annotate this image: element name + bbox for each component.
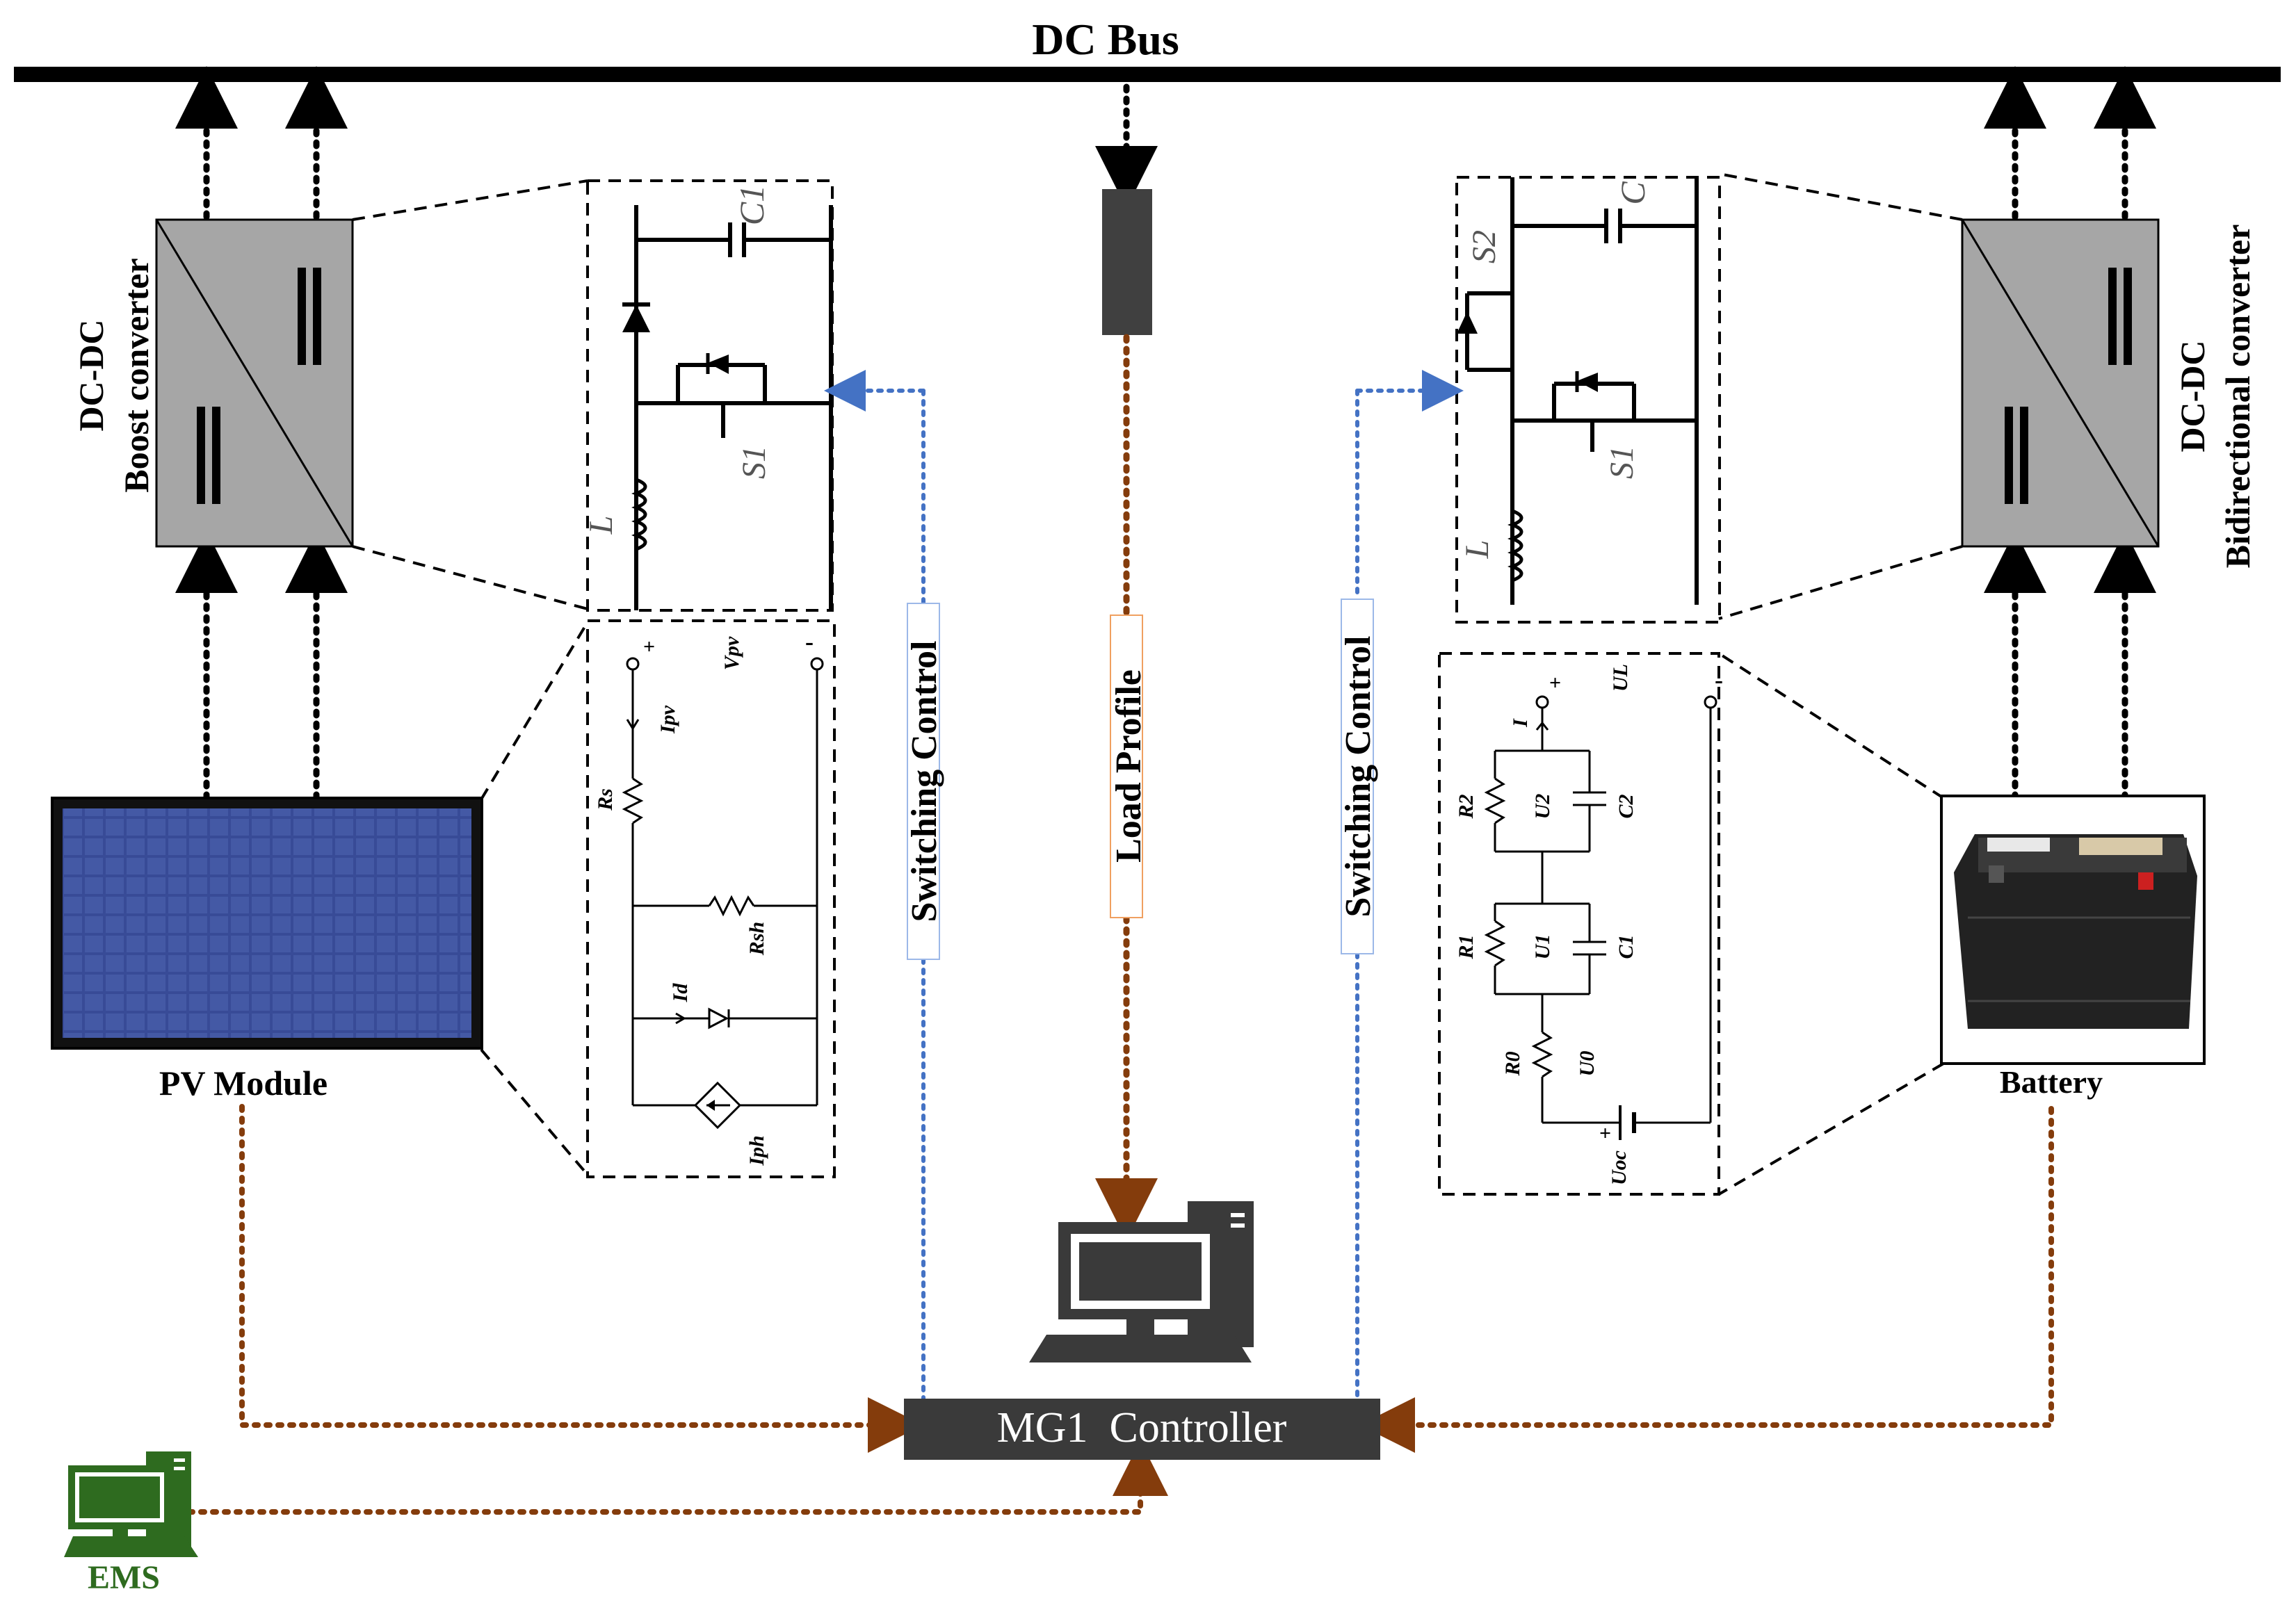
- boost-converter-block: [155, 218, 354, 548]
- battery-label: Battery: [2000, 1064, 2103, 1100]
- pv-shunt-resistor-label: Rsh: [745, 922, 768, 956]
- mg1-controller-box[interactable]: [904, 1399, 1380, 1460]
- bidir-switch-bottom-label: S1: [1603, 446, 1640, 479]
- battery-uoc-sign: +: [1599, 1122, 1611, 1145]
- battery-terminal-neg: -: [1715, 666, 1723, 694]
- boost-inductor-label: L: [583, 516, 620, 535]
- bidir-inductor-label: L: [1459, 540, 1496, 560]
- bidirectional-converter-label-line1: DC-DC: [2173, 340, 2212, 452]
- pv-module-label: PV Module: [159, 1064, 328, 1102]
- battery-c2-label: C2: [1615, 794, 1638, 818]
- battery-u1-label: U1: [1531, 934, 1554, 960]
- switching-control-right-box: [1341, 599, 1374, 954]
- battery-u2-label: U2: [1531, 794, 1554, 820]
- pv-terminal-pos: +: [643, 635, 655, 658]
- bidir-switch-top-label: S2: [1466, 230, 1503, 263]
- ems-to-controller-signal: [186, 1440, 1168, 1515]
- battery-to-controller-signal: [1359, 1106, 2054, 1453]
- battery-u0-label: U0: [1576, 1051, 1599, 1077]
- dc-bus-title: DC Bus: [1032, 15, 1179, 64]
- bidir-capacitor-label: C: [1613, 181, 1652, 205]
- load-profile-label: Load Profile: [1109, 669, 1149, 863]
- battery-r2-label: R2: [1455, 794, 1478, 819]
- mg1-controller-label: MG1 Controller: [997, 1404, 1287, 1451]
- data-signals: [186, 1104, 2054, 1515]
- battery-icon: [1940, 795, 2206, 1065]
- switching-control-left-label: Switching Control: [905, 641, 944, 922]
- bidirectional-converter-block: [1961, 218, 2160, 548]
- pv-to-controller-signal: [239, 1104, 923, 1453]
- pv-terminal-neg: -: [805, 628, 814, 656]
- pv-module-panel: [51, 797, 483, 1050]
- pv-current-label: Ipv: [656, 705, 679, 734]
- power-flow-arrows: [175, 66, 2156, 802]
- switching-control-left-box: [907, 603, 940, 960]
- battery-circuit-box: [1438, 652, 1720, 1196]
- pv-source-current-label: Iph: [745, 1135, 768, 1166]
- battery-uoc-label: Uoc: [1608, 1150, 1631, 1185]
- battery-terminal-voltage-label: UL: [1609, 664, 1632, 692]
- boost-circuit-box: [586, 179, 834, 612]
- computer-icon: [1029, 1201, 1254, 1362]
- boost-capacitor-label: C1: [732, 185, 771, 225]
- pv-series-resistor-label: Rs: [594, 788, 617, 811]
- load-profile-label-box: [1110, 615, 1143, 918]
- pv-circuit-box: [586, 619, 836, 1178]
- boost-converter-label-line1: DC-DC: [72, 319, 111, 431]
- battery-terminal-pos: +: [1549, 672, 1561, 694]
- battery-current-label: I: [1509, 718, 1532, 728]
- boost-switch-label: S1: [736, 446, 773, 479]
- switching-control-right-label: Switching Control: [1339, 636, 1378, 918]
- dc-bus-line: [14, 67, 2281, 82]
- pv-diode-current-label: Id: [669, 983, 692, 1003]
- zoom-connectors: [352, 172, 1963, 1196]
- boost-converter-label-line2: Boost converter: [117, 258, 156, 492]
- pv-voltage-label: Vpv: [720, 636, 743, 670]
- ems-label: EMS: [88, 1559, 160, 1596]
- battery-c1-label: C1: [1615, 934, 1638, 959]
- battery-r1-label: R1: [1455, 934, 1478, 959]
- battery-r0-label: R0: [1501, 1051, 1524, 1076]
- bidirectional-converter-label-line2: Bidirectional converter: [2218, 225, 2257, 569]
- load-block: [1102, 189, 1152, 335]
- ems-computer-icon[interactable]: [64, 1451, 198, 1557]
